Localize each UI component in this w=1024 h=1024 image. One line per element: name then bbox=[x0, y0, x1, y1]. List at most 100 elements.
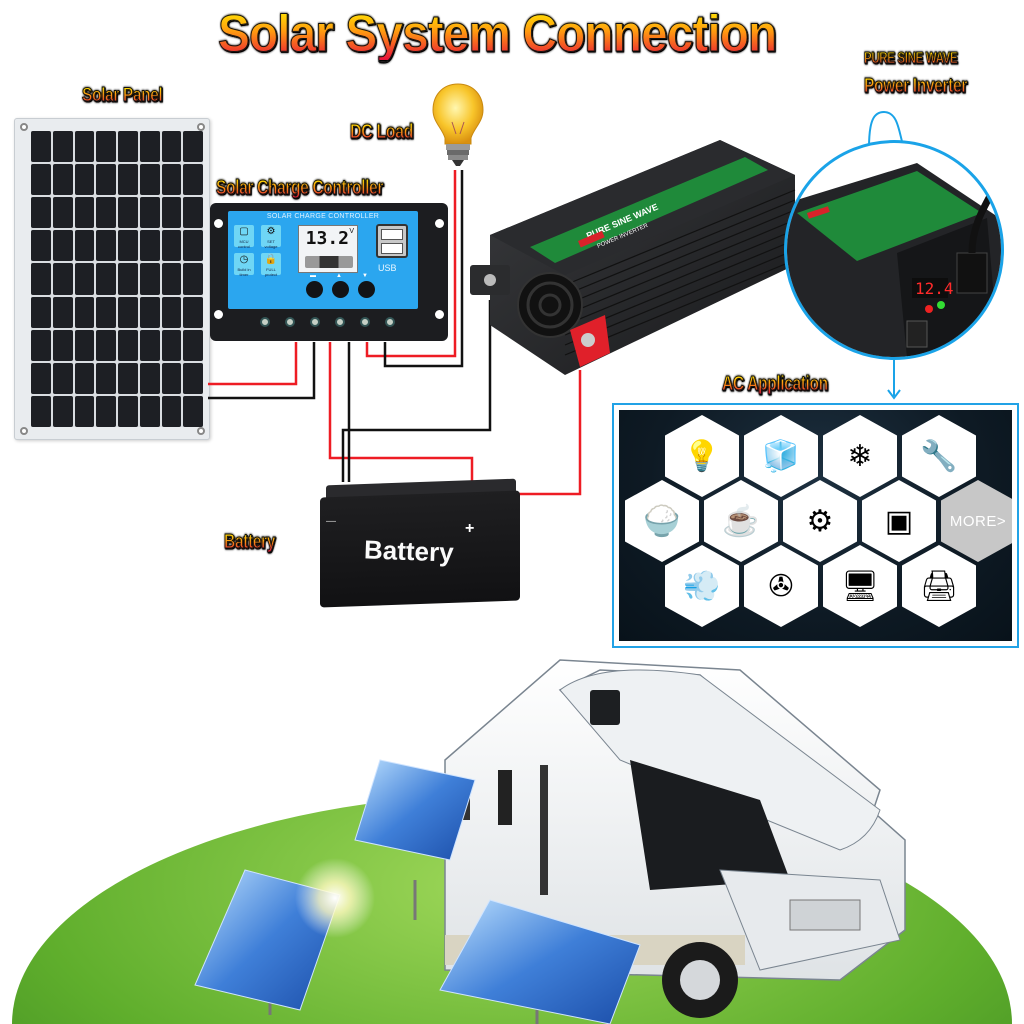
appliance-air-conditioner: ❄ bbox=[823, 415, 897, 497]
solar-cell bbox=[139, 197, 160, 229]
solar-cell bbox=[52, 197, 73, 229]
solar-cell bbox=[139, 329, 160, 361]
solar-cell bbox=[52, 230, 73, 262]
appliance-more[interactable]: MORE> bbox=[941, 480, 1012, 562]
solar-cell bbox=[52, 164, 73, 196]
rv-solar-scene bbox=[12, 659, 1012, 1024]
solar-cell bbox=[161, 131, 182, 163]
mount-hole-icon bbox=[435, 310, 444, 319]
solar-cell bbox=[183, 197, 203, 229]
solar-cell bbox=[96, 263, 116, 295]
controller-menu-button[interactable] bbox=[306, 281, 323, 298]
solar-cell bbox=[96, 197, 116, 229]
solar-cell bbox=[161, 395, 182, 427]
solar-cell bbox=[139, 395, 160, 427]
solar-cell bbox=[31, 230, 51, 262]
solar-cell bbox=[118, 197, 138, 229]
terminal-screw-icon bbox=[309, 317, 320, 327]
terminal-screw-icon bbox=[334, 317, 345, 327]
solar-cell bbox=[52, 362, 73, 394]
solar-cell bbox=[74, 362, 95, 394]
inverter-label-line1: PURE SINE WAVE bbox=[864, 50, 958, 67]
sun-glare bbox=[295, 858, 375, 938]
solar-cell bbox=[161, 263, 182, 295]
solar-cell bbox=[118, 263, 138, 295]
solar-cell bbox=[96, 329, 116, 361]
solar-cell bbox=[96, 395, 116, 427]
solar-cell bbox=[139, 164, 160, 196]
solar-cell bbox=[183, 131, 203, 163]
solar-cell bbox=[139, 362, 160, 394]
solar-cell bbox=[96, 230, 116, 262]
controller-terminals bbox=[252, 311, 402, 333]
solar-cell bbox=[183, 362, 203, 394]
grommet-icon bbox=[20, 123, 28, 131]
grommet-icon bbox=[197, 427, 205, 435]
solar-cell bbox=[52, 329, 73, 361]
lightbulb-icon bbox=[432, 83, 484, 166]
solar-cell bbox=[31, 296, 51, 328]
dc-load-label: DC Load bbox=[350, 121, 414, 143]
ac-application-panel: 💡🧊❄🔧🍚☕⚙▣MORE>💨✇🖥🖨 bbox=[612, 403, 1019, 648]
solar-cell bbox=[183, 395, 203, 427]
lcd-voltage-value: 13.2 bbox=[305, 228, 349, 249]
solar-cell bbox=[96, 362, 116, 394]
solar-cell bbox=[74, 296, 95, 328]
solar-cell bbox=[31, 362, 51, 394]
appliance-water-pump: ⚙ bbox=[783, 480, 857, 562]
solar-cell bbox=[118, 164, 138, 196]
battery-negative-terminal: — bbox=[326, 516, 336, 527]
ac-application-label: AC Application bbox=[722, 373, 829, 395]
solar-cell bbox=[161, 329, 182, 361]
terminal-screw-icon bbox=[384, 317, 395, 327]
solar-cell bbox=[139, 263, 160, 295]
controller-down-button[interactable] bbox=[358, 281, 375, 298]
solar-cell bbox=[183, 263, 203, 295]
solar-cell bbox=[139, 296, 160, 328]
solar-panel bbox=[14, 118, 210, 440]
controller-up-button[interactable] bbox=[332, 281, 349, 298]
solar-cell bbox=[161, 230, 182, 262]
solar-cell bbox=[118, 230, 138, 262]
timer-icon: ◷Build in timer bbox=[234, 253, 254, 277]
solar-cell bbox=[52, 296, 73, 328]
usb-port-icon bbox=[376, 224, 408, 258]
appliance-printer: 🖨 bbox=[902, 545, 976, 627]
ground-solar-panels bbox=[194, 759, 641, 1024]
solar-cell bbox=[31, 395, 51, 427]
solar-cell bbox=[74, 164, 95, 196]
appliance-grid: 💡🧊❄🔧🍚☕⚙▣MORE>💨✇🖥🖨 bbox=[619, 410, 1012, 641]
solar-cell bbox=[31, 263, 51, 295]
solar-cell bbox=[161, 164, 182, 196]
mount-hole-icon bbox=[435, 219, 444, 228]
solar-cell bbox=[139, 230, 160, 262]
solar-cell bbox=[96, 296, 116, 328]
appliance-power-tool: 🔧 bbox=[902, 415, 976, 497]
appliance-refrigerator: 🧊 bbox=[744, 415, 818, 497]
mount-hole-icon bbox=[214, 310, 223, 319]
menu-glyph: ▬ bbox=[310, 273, 316, 279]
solar-cell bbox=[52, 395, 73, 427]
solar-cell bbox=[183, 164, 203, 196]
page-title: Solar System Connection bbox=[218, 5, 778, 63]
appliance-electric-kettle: ☕ bbox=[704, 480, 778, 562]
charge-controller-label: Solar Charge Controller bbox=[216, 177, 384, 199]
solar-cell bbox=[139, 131, 160, 163]
solar-cell bbox=[118, 395, 138, 427]
mcu-control-icon: ▢MCU control bbox=[234, 225, 254, 249]
appliance-induction-cooktop: ▣ bbox=[862, 480, 936, 562]
up-glyph: ▲ bbox=[336, 273, 342, 279]
controller-face-title: SOLAR CHARGE CONTROLLER bbox=[266, 213, 380, 220]
solar-cell bbox=[74, 329, 95, 361]
battery-positive-terminal: + bbox=[465, 520, 475, 537]
appliance-fan: ✇ bbox=[744, 545, 818, 627]
appliance-hair-dryer: 💨 bbox=[665, 545, 739, 627]
mount-hole-icon bbox=[214, 219, 223, 228]
solar-cell bbox=[74, 197, 95, 229]
solar-cell bbox=[74, 131, 95, 163]
lcd-battery-graphic bbox=[305, 256, 353, 268]
callout-connector bbox=[868, 110, 905, 149]
solar-cell bbox=[31, 164, 51, 196]
solar-cell bbox=[74, 395, 95, 427]
solar-cell bbox=[31, 131, 51, 163]
